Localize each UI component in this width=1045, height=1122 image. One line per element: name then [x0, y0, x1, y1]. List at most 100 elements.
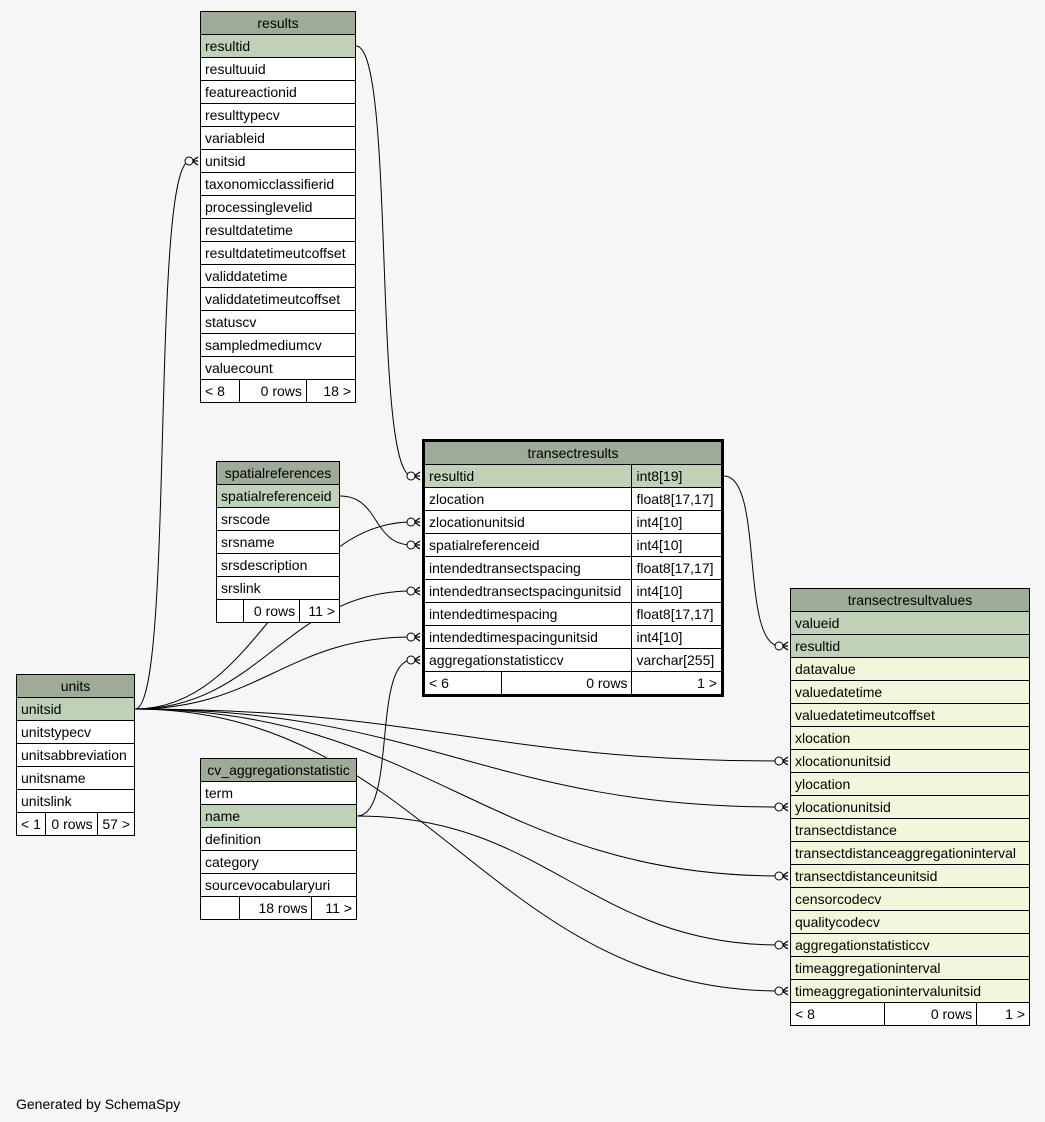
column-name: intendedtimespacingunitsid — [422, 625, 633, 649]
column-row-validdatetimeutcoffset[interactable]: validdatetimeutcoffset — [200, 287, 356, 311]
table-footer-children[interactable]: 18 > — [305, 379, 357, 403]
column-row-processinglevelid[interactable]: processinglevelid — [200, 195, 356, 219]
relationship-edge — [339, 495, 413, 546]
column-row-resulttypecv[interactable]: resulttypecv — [200, 103, 356, 127]
table-footer-parents[interactable]: < 8 — [200, 379, 240, 403]
column-name: timeaggregationinterval — [790, 956, 1030, 980]
column-row-valuedatetime[interactable]: valuedatetime — [790, 680, 1030, 704]
column-row-variableid[interactable]: variableid — [200, 126, 356, 150]
column-row-srsdescription[interactable]: srsdescription — [216, 553, 340, 577]
column-row-aggregationstatisticcv[interactable]: aggregationstatisticcv — [790, 933, 1030, 957]
column-row-resultid[interactable]: resultid — [790, 634, 1030, 658]
column-row-xlocationunitsid[interactable]: xlocationunitsid — [790, 749, 1030, 773]
column-name: unitsabbreviation — [16, 743, 135, 767]
column-row-featureactionid[interactable]: featureactionid — [200, 80, 356, 104]
table-footer-parents[interactable]: < 1 — [15, 812, 47, 836]
column-name: intendedtransectspacing — [422, 556, 633, 580]
column-row-term[interactable]: term — [200, 781, 357, 805]
column-name: unitsname — [16, 766, 135, 790]
column-row-xlocation[interactable]: xlocation — [790, 726, 1030, 750]
column-row-srsname[interactable]: srsname — [216, 530, 340, 554]
table-footer-children[interactable]: 1 > — [976, 1002, 1030, 1026]
column-name: term — [200, 781, 357, 805]
column-row-timeaggregationintervalunitsid[interactable]: timeaggregationintervalunitsid — [790, 979, 1030, 1003]
column-row-validdatetime[interactable]: validdatetime — [200, 264, 356, 288]
relationship-edge — [356, 815, 781, 946]
column-row-transectdistanceunitsid[interactable]: transectdistanceunitsid — [790, 864, 1030, 888]
column-row-statuscv[interactable]: statuscv — [200, 310, 356, 334]
table-footer-rows: 0 rows — [242, 599, 301, 623]
column-row-valuecount[interactable]: valuecount — [200, 356, 356, 380]
column-row-category[interactable]: category — [200, 850, 357, 874]
column-row-srslink[interactable]: srslink — [216, 576, 340, 600]
column-row-ylocationunitsid[interactable]: ylocationunitsid — [790, 795, 1030, 819]
column-row-resultid[interactable]: resultid — [200, 34, 356, 58]
column-row-transectdistance[interactable]: transectdistance — [790, 818, 1030, 842]
column-name: aggregationstatisticcv — [422, 648, 633, 672]
table-footer-children[interactable]: 1 > — [631, 671, 723, 696]
column-row-unitsabbreviation[interactable]: unitsabbreviation — [16, 743, 135, 767]
relationship-edge — [134, 590, 413, 710]
column-name: unitsid — [16, 697, 135, 721]
column-type: float8[17,17] — [631, 556, 723, 580]
column-row-name[interactable]: name — [200, 804, 357, 828]
column-name: spatialreferenceid — [422, 533, 633, 557]
table-footer-parents[interactable]: < 8 — [790, 1002, 885, 1026]
column-row-resultdatetimeutcoffset[interactable]: resultdatetimeutcoffset — [200, 241, 356, 265]
table-header: results — [200, 11, 356, 35]
column-row-ylocation[interactable]: ylocation — [790, 772, 1030, 796]
column-row-definition[interactable]: definition — [200, 827, 357, 851]
table-footer-children[interactable]: 11 > — [311, 896, 357, 920]
relationship-edge — [134, 708, 781, 762]
optional-marker — [774, 871, 784, 881]
column-row-unitstypecv[interactable]: unitstypecv — [16, 720, 135, 744]
column-row-sampledmediumcv[interactable]: sampledmediumcv — [200, 333, 356, 357]
column-name: zlocation — [422, 487, 633, 511]
column-row-unitsid[interactable]: unitsid — [16, 697, 135, 721]
table-footer-children[interactable]: 11 > — [299, 599, 340, 623]
column-row-timeaggregationinterval[interactable]: timeaggregationinterval — [790, 956, 1030, 980]
column-row-srscode[interactable]: srscode — [216, 507, 340, 531]
column-row-valueid[interactable]: valueid — [790, 611, 1030, 635]
table-footer-children[interactable]: 57 > — [96, 812, 136, 836]
column-row-qualitycodecv[interactable]: qualitycodecv — [790, 910, 1030, 934]
column-row-valuedatetimeutcoffset[interactable]: valuedatetimeutcoffset — [790, 703, 1030, 727]
column-type: float8[17,17] — [631, 602, 723, 626]
column-name: qualitycodecv — [790, 910, 1030, 934]
column-row-unitsname[interactable]: unitsname — [16, 766, 135, 790]
table-header: spatialreferences — [216, 461, 340, 485]
column-name: resulttypecv — [200, 103, 356, 127]
generated-by-label: Generated by SchemaSpy — [16, 1096, 181, 1112]
column-row-datavalue[interactable]: datavalue — [790, 657, 1030, 681]
table-header: transectresults — [423, 440, 723, 465]
column-name: name — [200, 804, 357, 828]
column-row-transectdistanceaggregationinterval[interactable]: transectdistanceaggregationinterval — [790, 841, 1030, 865]
column-row-censorcodecv[interactable]: censorcodecv — [790, 887, 1030, 911]
column-row-sourcevocabularyuri[interactable]: sourcevocabularyuri — [200, 873, 357, 897]
column-row-resultuuid[interactable]: resultuuid — [200, 57, 356, 81]
table-footer-parents[interactable]: < 6 — [423, 671, 502, 696]
column-row-taxonomicclassifierid[interactable]: taxonomicclassifierid — [200, 172, 356, 196]
column-row-spatialreferenceid[interactable]: spatialreferenceid — [216, 484, 340, 508]
column-name: timeaggregationintervalunitsid — [790, 979, 1030, 1003]
column-row-resultdatetime[interactable]: resultdatetime — [200, 218, 356, 242]
column-name: ylocationunitsid — [790, 795, 1030, 819]
column-name: sampledmediumcv — [200, 333, 356, 357]
column-row-unitsid[interactable]: unitsid — [200, 149, 356, 173]
column-row-unitslink[interactable]: unitslink — [16, 789, 135, 813]
